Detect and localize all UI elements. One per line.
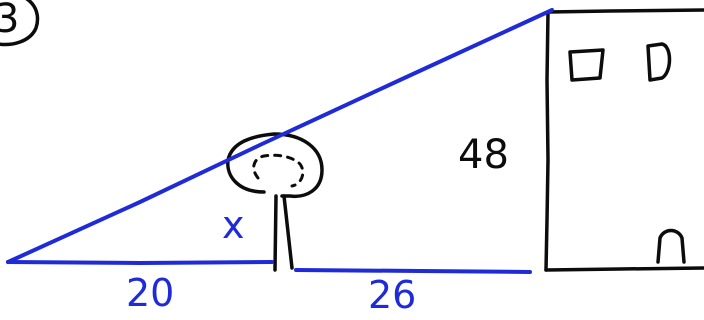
- building-base: [544, 266, 704, 272]
- building-window-right: [646, 42, 672, 82]
- base-segment-right: [294, 268, 532, 274]
- building-height-label: 48: [458, 132, 509, 178]
- problem-number: 3: [0, 0, 19, 42]
- tree-trunk-right: [282, 194, 294, 270]
- building-roof: [546, 8, 704, 14]
- building-window-left: [568, 48, 605, 82]
- base-segment-left: [6, 260, 274, 265]
- sight-line: [6, 8, 554, 264]
- base-right-label: 26: [368, 273, 416, 317]
- base-left-label: 20: [126, 271, 174, 315]
- building-door: [656, 228, 686, 264]
- tree-trunk-left: [273, 194, 278, 272]
- tree-canopy: [226, 132, 324, 199]
- tree-canopy-shading: [252, 153, 305, 188]
- tree: [226, 132, 324, 272]
- building-left-wall: [544, 10, 550, 272]
- problem-number-circle: [0, 0, 40, 47]
- triangle-lines: [6, 8, 554, 274]
- building: [544, 8, 704, 272]
- problem-number-marker: 3: [0, 0, 40, 47]
- tree-height-label: x: [222, 203, 245, 247]
